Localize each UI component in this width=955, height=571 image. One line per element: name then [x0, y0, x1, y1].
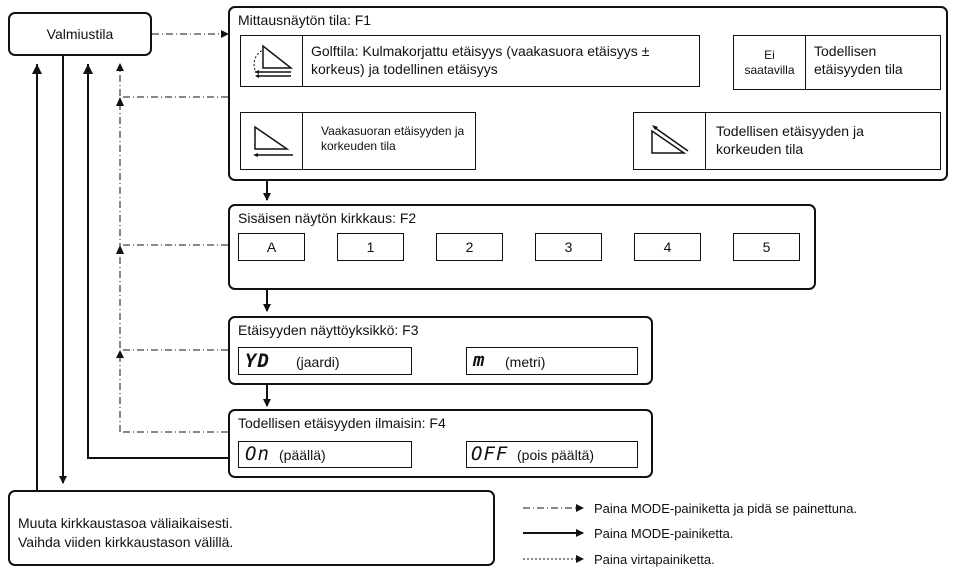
not-available-cell: Ei saatavilla: [734, 36, 806, 89]
arrow-f4-mode-head: [83, 64, 93, 74]
brightness-level-2: 2: [436, 233, 503, 261]
brightness-note-line2: Vaihda viiden kirkkaustason välillä.: [18, 534, 234, 550]
golf-mode-box: Golftila: Kulmakorjattu etäisyys (vaakas…: [240, 35, 700, 87]
brightness-level-3-label: 3: [564, 239, 573, 255]
true-height-box: Todellisen etäisyyden ja korkeuden tila: [633, 112, 941, 170]
true-height-icon-cell: [634, 113, 706, 169]
brightness-level-4: 4: [634, 233, 701, 261]
f3-title: Etäisyyden näyttöyksikkö: F3: [238, 322, 419, 338]
brightness-level-2-label: 2: [465, 239, 474, 255]
off-symbol: OFF: [471, 443, 509, 465]
golf-mode-icon: [241, 36, 303, 86]
unit-meter-box: m (metri): [466, 347, 638, 375]
brightness-level-4-label: 4: [663, 239, 672, 255]
legend-press-power: Paina virtapainiketta.: [594, 552, 715, 567]
brightness-level-a: A: [238, 233, 305, 261]
true-distance-mode-text: Todellisen etäisyyden tila: [814, 43, 903, 77]
brightness-level-1-label: 1: [366, 239, 375, 255]
meter-label: (metri): [505, 354, 546, 370]
meter-symbol: m: [473, 349, 486, 371]
legend-press-mode: Paina MODE-painiketta.: [594, 526, 734, 541]
horizontal-height-text: Vaakasuoran etäisyyden ja korkeuden tila: [321, 124, 465, 153]
on-label: (päällä): [279, 447, 326, 463]
horizontal-distance-icon: [253, 125, 293, 157]
golf-mode-text: Golftila: Kulmakorjattu etäisyys (vaakas…: [311, 43, 650, 77]
true-height-text: Todellisen etäisyyden ja korkeuden tila: [716, 123, 864, 157]
standby-label: Valmiustila: [46, 26, 114, 42]
slope-distance-icon: [651, 125, 689, 154]
f4-title: Todellisen etäisyyden ilmaisin: F4: [238, 415, 446, 431]
brightness-note-box: Muuta kirkkaustasoa väliaikaisesti. Vaih…: [8, 490, 495, 566]
horizontal-height-box: Vaakasuoran etäisyyden ja korkeuden tila: [240, 112, 476, 170]
brightness-level-1: 1: [337, 233, 404, 261]
f2-panel: Sisäisen näytön kirkkaus: F2: [228, 204, 816, 290]
arrow-note-to-standby-head: [32, 64, 42, 74]
yard-label: (jaardi): [296, 354, 340, 370]
not-available-text: Ei saatavilla: [744, 47, 795, 77]
indicator-on-box: On (päällä): [238, 441, 412, 468]
brightness-note-line1: Muuta kirkkaustasoa väliaikaisesti.: [18, 515, 233, 531]
f2-title: Sisäisen näytön kirkkaus: F2: [238, 210, 417, 226]
unit-yard-box: YD (jaardi): [238, 347, 412, 375]
brightness-level-3: 3: [535, 233, 602, 261]
on-symbol: On: [245, 443, 270, 465]
off-label: (pois päältä): [517, 447, 595, 463]
true-distance-box: Ei saatavilla Todellisen etäisyyden tila: [733, 35, 941, 90]
trunk-arrow-1: [116, 245, 124, 254]
f1-title: Mittausnäytön tila: F1: [238, 12, 372, 28]
brightness-level-5-label: 5: [762, 239, 771, 255]
yard-symbol: YD: [245, 350, 270, 372]
legend-hold-mode: Paina MODE-painiketta ja pidä se painett…: [594, 501, 858, 516]
trunk-arrow-3: [116, 97, 124, 106]
standby-box: Valmiustila: [8, 12, 152, 56]
horizontal-height-icon-cell: [241, 113, 303, 169]
golf-angle-icon: [253, 44, 294, 78]
line-f4-mode-to-standby: [87, 64, 228, 459]
indicator-off-box: OFF (pois päältä): [466, 441, 638, 468]
brightness-level-a-label: A: [266, 239, 277, 255]
trunk-arrow-2: [116, 350, 124, 358]
brightness-level-5: 5: [733, 233, 800, 261]
